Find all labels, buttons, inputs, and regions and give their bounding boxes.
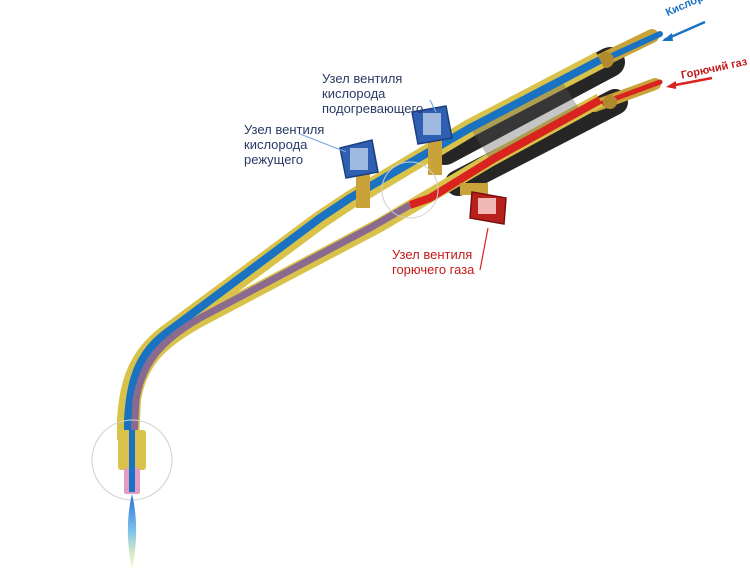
valve-knob-face	[423, 113, 441, 135]
label-line: кислорода	[244, 137, 308, 152]
cutting-oxygen-valve	[339, 139, 379, 208]
handle-body	[470, 78, 580, 160]
preheat-oxygen-valve	[411, 105, 453, 175]
oxygen-channel	[124, 56, 602, 440]
flow-arrow-icon	[662, 33, 673, 41]
leader-line-cutting	[299, 133, 347, 153]
flow-arrow-icon	[669, 76, 713, 88]
mixture-channel	[130, 201, 412, 441]
valve-stem	[428, 135, 442, 175]
flame-icon	[127, 494, 137, 570]
valve-knob-face	[478, 198, 496, 214]
fuel-gas-channel	[408, 96, 602, 209]
nozzle-core	[129, 430, 135, 492]
label-line: кислорода	[322, 86, 386, 101]
valve-stem	[460, 183, 488, 195]
label-line: режущего	[244, 152, 304, 167]
fuel-gas-valve-label: Узел вентиля горючего газа	[392, 247, 474, 277]
leader-lines	[299, 99, 489, 271]
fuel-gas-valve	[460, 183, 507, 225]
label-line: Узел вентиля	[392, 247, 473, 262]
cutting-oxygen-valve-label: Узел вентиля кислорода режущего	[244, 122, 324, 167]
leader-line-preheat	[429, 99, 437, 113]
nozzle	[118, 430, 146, 494]
valve-knob-face	[350, 148, 368, 170]
flow-arrow-icon	[666, 81, 676, 89]
fitting-nut	[603, 95, 617, 109]
leader-line-fuel	[479, 227, 489, 271]
valve-stem	[356, 168, 370, 208]
label-line: Узел вентиля	[244, 122, 325, 137]
label-line: Узел вентиля	[322, 71, 403, 86]
valve-highlight-circle	[381, 161, 439, 219]
label-line: горючего газа	[392, 262, 475, 277]
label-line: подогревающего	[322, 101, 424, 116]
preheat-oxygen-valve-label: Узел вентиля кислорода подогревающего	[322, 71, 423, 116]
torch-body	[117, 52, 605, 441]
